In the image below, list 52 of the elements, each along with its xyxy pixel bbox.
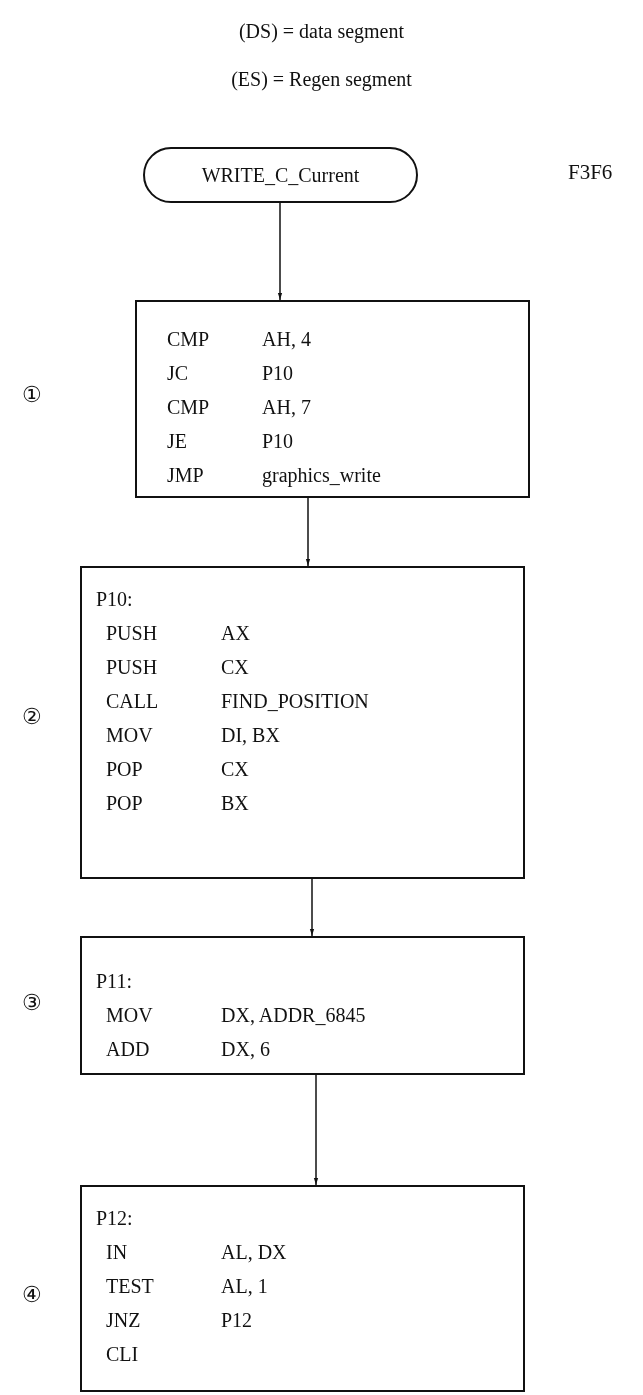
process-box [80,936,525,1075]
mnemonic: CLI [106,1342,139,1367]
operand: CX [221,757,249,782]
code-label: P12: [96,1206,133,1231]
arrow [277,202,283,301]
mnemonic: CMP [167,395,210,420]
operand: graphics_write [262,463,381,489]
note: (DS) = data segment [238,20,405,43]
operand: AH, 4 [262,327,311,352]
operand: P10 [262,361,294,386]
mnemonic: JE [167,429,187,454]
code-label: P10: [96,587,133,612]
note: (ES) = Regen segment [231,68,412,91]
mnemonic: POP [106,791,143,816]
step-number: ④ [22,1282,42,1308]
operand: DX, 6 [221,1037,270,1062]
mnemonic: PUSH [106,655,158,680]
routine-address: F3F6 [568,160,613,185]
operand: FIND_POSITION [221,689,369,714]
mnemonic: CALL [106,689,159,714]
arrow [309,878,315,937]
mnemonic: JMP [167,463,204,488]
operand: DI, BX [221,723,280,748]
mnemonic: TEST [106,1274,154,1299]
step-number: ③ [22,990,42,1016]
operand: AL, DX [221,1240,287,1265]
operand: BX [221,791,249,816]
mnemonic: POP [106,757,143,782]
process-box [80,566,525,879]
operand: P12 [221,1308,253,1333]
code-label: P11: [96,969,132,994]
mnemonic: MOV [106,1003,153,1028]
operand: CX [221,655,249,680]
mnemonic: MOV [106,723,153,748]
step-number: ① [22,382,42,408]
process-box [135,300,530,498]
operand: AX [221,621,250,646]
mnemonic: PUSH [106,621,158,646]
mnemonic: JNZ [106,1308,141,1333]
operand: AH, 7 [262,395,311,420]
process-box [80,1185,525,1392]
mnemonic: CMP [167,327,210,352]
mnemonic: ADD [106,1037,150,1062]
operand: AL, 1 [221,1274,268,1299]
operand: P10 [262,429,294,454]
terminal-box: WRITE_C_Current [143,147,418,203]
arrow [305,497,311,567]
mnemonic: JC [167,361,189,386]
arrow [313,1074,319,1186]
step-number: ② [22,704,42,730]
mnemonic: IN [106,1240,128,1265]
operand: DX, ADDR_6845 [221,1003,366,1028]
